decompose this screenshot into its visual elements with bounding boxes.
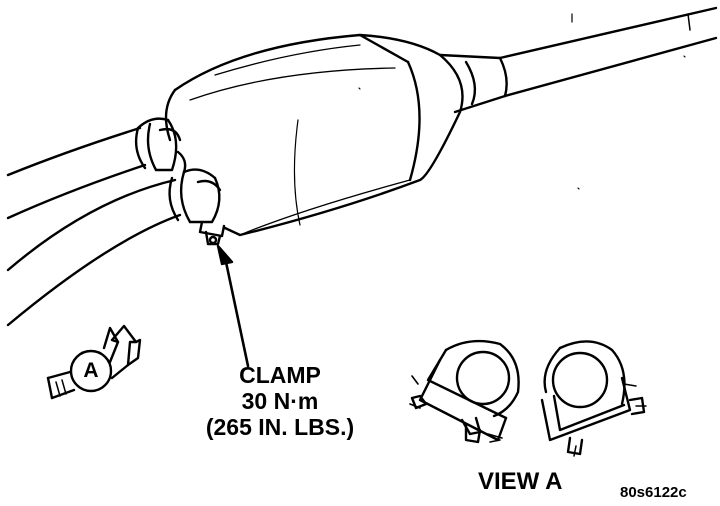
band-clamp-lower	[168, 168, 226, 246]
view-a-callout-letter: A	[83, 359, 99, 382]
outlet-pipe	[498, 6, 718, 98]
figure-id: 80s6122c	[620, 484, 687, 501]
clamp-leader-arrow	[216, 244, 250, 368]
view-a-direction-arrow	[46, 324, 142, 400]
view-a-label: VIEW A	[478, 468, 563, 495]
clamp-torque-label: CLAMP 30 N·m (265 IN. LBS.)	[160, 362, 400, 440]
clamp-label-line3: (265 IN. LBS.)	[205, 414, 355, 440]
catalytic-converter	[164, 33, 464, 237]
band-clamp-upper	[134, 117, 187, 174]
converter-neck	[438, 53, 507, 114]
clamp-label-line1: CLAMP	[239, 362, 321, 388]
view-a-clamp-left	[409, 339, 520, 444]
scan-specks	[358, 13, 686, 190]
inlet-pipe-lower	[6, 178, 182, 327]
inlet-pipe-upper	[6, 126, 147, 220]
clamp-label-line2: 30 N·m	[241, 388, 319, 414]
view-a-clamp-right	[540, 340, 647, 457]
